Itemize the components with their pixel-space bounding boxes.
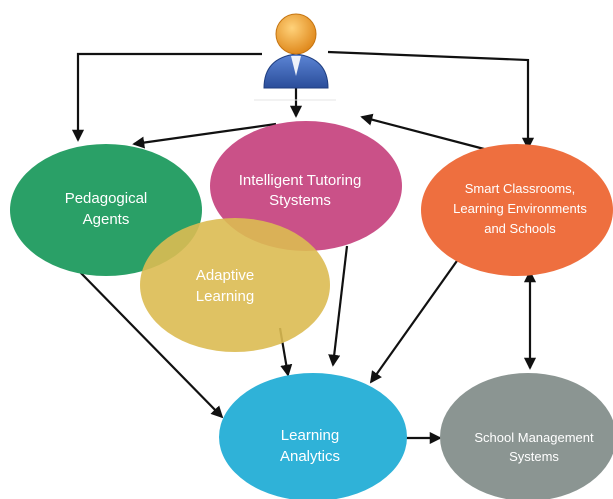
label-its-line2: Stystems	[269, 192, 331, 209]
user-icon	[254, 13, 336, 101]
label-adaptive-line2: Learning	[196, 288, 254, 305]
node-school-management-systems	[440, 373, 613, 499]
label-school-line2: Systems	[509, 449, 559, 464]
label-school-line1: School Management	[474, 430, 594, 445]
label-analytics-line1: Learning	[281, 427, 339, 444]
label-pedagogical-line1: Pedagogical	[65, 190, 148, 207]
node-intelligent-tutoring-systems	[210, 121, 402, 251]
node-adaptive-learning	[140, 218, 330, 352]
label-smart-line2: Learning Environments	[453, 201, 587, 216]
edge-its-to-pedagogical	[132, 122, 277, 149]
label-adaptive-line1: Adaptive	[196, 267, 254, 284]
edge-its-to-analytics	[328, 245, 349, 367]
node-learning-analytics	[219, 373, 407, 499]
label-analytics-line2: Analytics	[280, 448, 340, 465]
node-pedagogical-agents	[10, 144, 202, 276]
edge-user-to-smart	[327, 50, 535, 150]
label-smart-line3: and Schools	[484, 221, 556, 236]
label-pedagogical-line2: Agents	[83, 211, 130, 228]
edge-pedagogical-to-analytics	[77, 269, 224, 419]
node-smart-classrooms	[421, 144, 613, 276]
edge-user-to-pedagogical	[71, 52, 262, 142]
label-its-line1: Intelligent Tutoring	[239, 172, 362, 189]
label-smart-line1: Smart Classrooms,	[465, 181, 576, 196]
edge-smart-to-analytics	[369, 257, 460, 384]
edge-smart-to-its	[360, 113, 489, 152]
